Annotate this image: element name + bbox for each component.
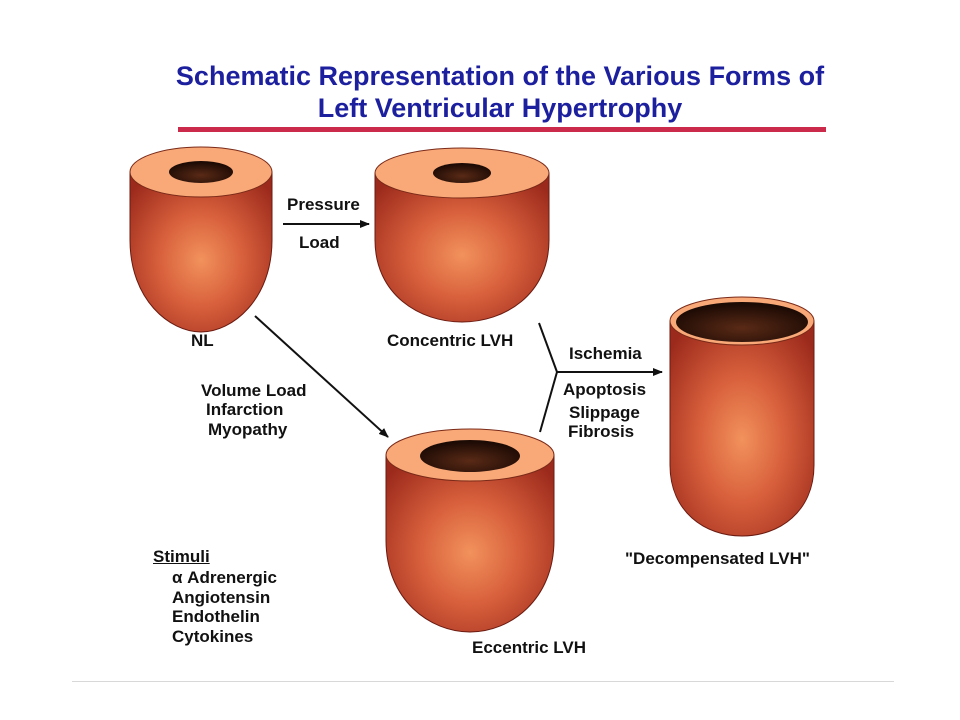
- title-rule: [178, 127, 826, 132]
- eccentric-heart-shape: [385, 428, 555, 633]
- normal-heart-shape: [129, 146, 273, 333]
- concentric-heart-shape: [374, 147, 550, 323]
- decompensated-lvh-label: "Decompensated LVH": [625, 549, 810, 568]
- stimuli-item-angiotensin: Angiotensin: [172, 588, 271, 607]
- stimuli-item-endothelin: Endothelin: [172, 607, 260, 626]
- volume-load-arrow: [254, 315, 389, 438]
- footer-rule: [72, 681, 894, 682]
- slippage-label: Slippage: [569, 403, 640, 422]
- ischemia-arrow: [538, 322, 663, 433]
- decompensated-heart-shape: [669, 296, 815, 537]
- load-label: Load: [299, 233, 340, 252]
- stimuli-item-cytokines: Cytokines: [172, 627, 254, 646]
- normal-heart-label: NL: [191, 331, 214, 350]
- title-line-1: Schematic Representation of the Various …: [175, 61, 825, 91]
- volume-load-label: Volume Load: [201, 381, 307, 400]
- apoptosis-label: Apoptosis: [563, 380, 647, 399]
- myopathy-label: Myopathy: [208, 420, 288, 439]
- infarction-label: Infarction: [206, 400, 284, 419]
- concentric-lvh-label: Concentric LVH: [387, 331, 514, 350]
- pressure-label: Pressure: [287, 195, 360, 214]
- title-line-2: Left Ventricular Hypertrophy: [317, 93, 683, 123]
- stimuli-item-adrenergic: α Adrenergic: [172, 568, 277, 587]
- stimuli-heading: Stimuli: [153, 547, 210, 566]
- fibrosis-label: Fibrosis: [568, 422, 635, 441]
- eccentric-lvh-label: Eccentric LVH: [472, 638, 587, 657]
- ischemia-label: Ischemia: [569, 344, 642, 363]
